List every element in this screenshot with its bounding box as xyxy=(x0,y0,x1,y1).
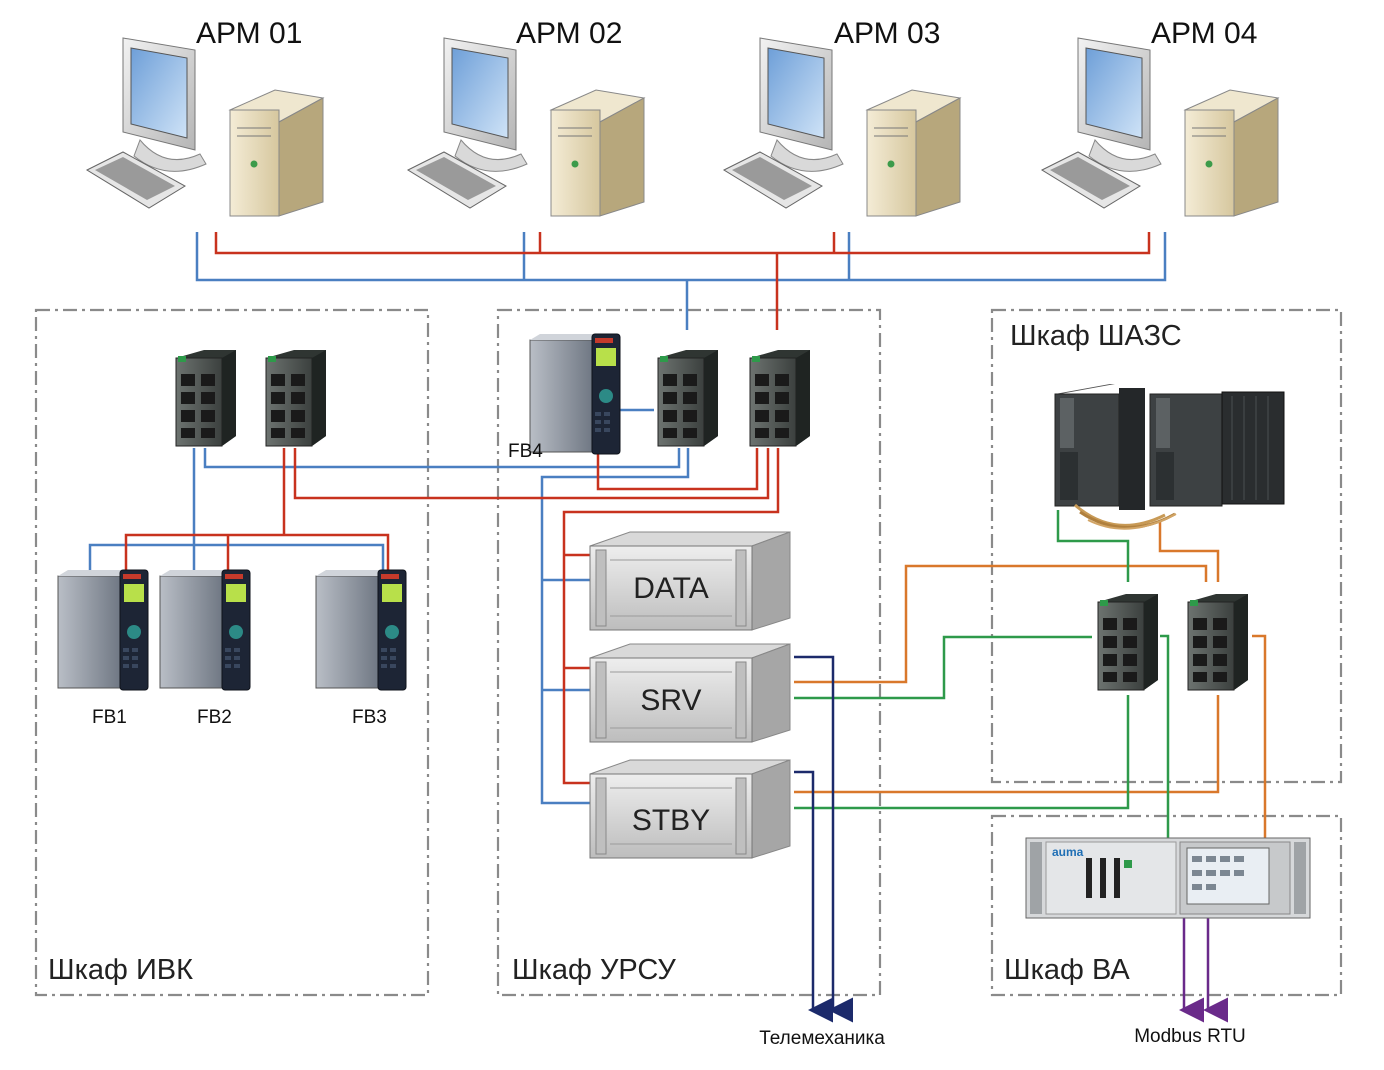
system-unit-icon xyxy=(549,89,646,217)
plc-controller xyxy=(1054,384,1285,530)
server-data xyxy=(589,531,791,631)
flow-computer-fb4 xyxy=(529,333,621,455)
flow-computer-fb1 xyxy=(57,569,149,691)
modbus-label: Modbus RTU xyxy=(1134,1026,1246,1047)
workstation-label-04: АРМ 04 xyxy=(1151,17,1257,50)
auma-controller: auma xyxy=(1025,837,1311,919)
network-switch-ivk-1 xyxy=(175,350,236,447)
cabinet-ivk-label: Шкаф ИВК xyxy=(48,954,193,986)
fb3-label: FB3 xyxy=(352,707,387,728)
keyboard-icon xyxy=(722,151,823,209)
workstation-arm-03 xyxy=(722,37,962,217)
workstation-arm-04 xyxy=(1040,37,1280,217)
network-switch-shazs-2 xyxy=(1187,594,1248,691)
fb2-label: FB2 xyxy=(197,707,232,728)
cabinet-ivk xyxy=(34,308,430,997)
keyboard-icon xyxy=(85,151,186,209)
fb4-label: FB4 xyxy=(508,441,543,462)
workstation-label-01: АРМ 01 xyxy=(196,17,302,50)
workstation-label-03: АРМ 03 xyxy=(834,17,940,50)
server-data-label: DATA xyxy=(633,572,709,605)
monitor-icon xyxy=(759,37,844,172)
cabinet-shazs-label: Шкаф ШАЗС xyxy=(1010,320,1182,352)
network-switch-shazs-1 xyxy=(1097,594,1158,691)
flow-computer-fb2 xyxy=(159,569,251,691)
network-switch-ursu-2 xyxy=(749,350,810,447)
telemetry-label: Телемеханика xyxy=(759,1028,885,1049)
keyboard-icon xyxy=(1040,151,1141,209)
network-lines xyxy=(88,232,1267,1023)
fb1-label: FB1 xyxy=(92,707,127,728)
system-unit-icon xyxy=(865,89,962,217)
brand-logo: auma xyxy=(1052,845,1084,859)
server-stby xyxy=(589,759,791,859)
monitor-icon xyxy=(443,37,528,172)
cabinet-ursu xyxy=(496,308,882,997)
flow-computer-fb3 xyxy=(315,569,407,691)
cabinet-va xyxy=(990,814,1343,997)
monitor-icon xyxy=(122,37,207,172)
server-srv xyxy=(589,643,791,743)
server-srv-label: SRV xyxy=(640,684,701,717)
keyboard-icon xyxy=(406,151,507,209)
network-switch-ivk-2 xyxy=(265,350,326,447)
network-switch-ursu-1 xyxy=(657,350,718,447)
cabinet-ursu-label: Шкаф УРСУ xyxy=(512,954,676,986)
workstation-arm-01 xyxy=(85,37,325,217)
workstation-arm-02 xyxy=(406,37,646,217)
server-stby-label: STBY xyxy=(632,804,710,837)
workstation-label-02: АРМ 02 xyxy=(516,17,622,50)
system-unit-icon xyxy=(228,89,325,217)
cabinet-va-label: Шкаф ВА xyxy=(1004,954,1130,986)
monitor-icon xyxy=(1077,37,1162,172)
system-unit-icon xyxy=(1183,89,1280,217)
cabinet-shazs xyxy=(990,308,1343,784)
